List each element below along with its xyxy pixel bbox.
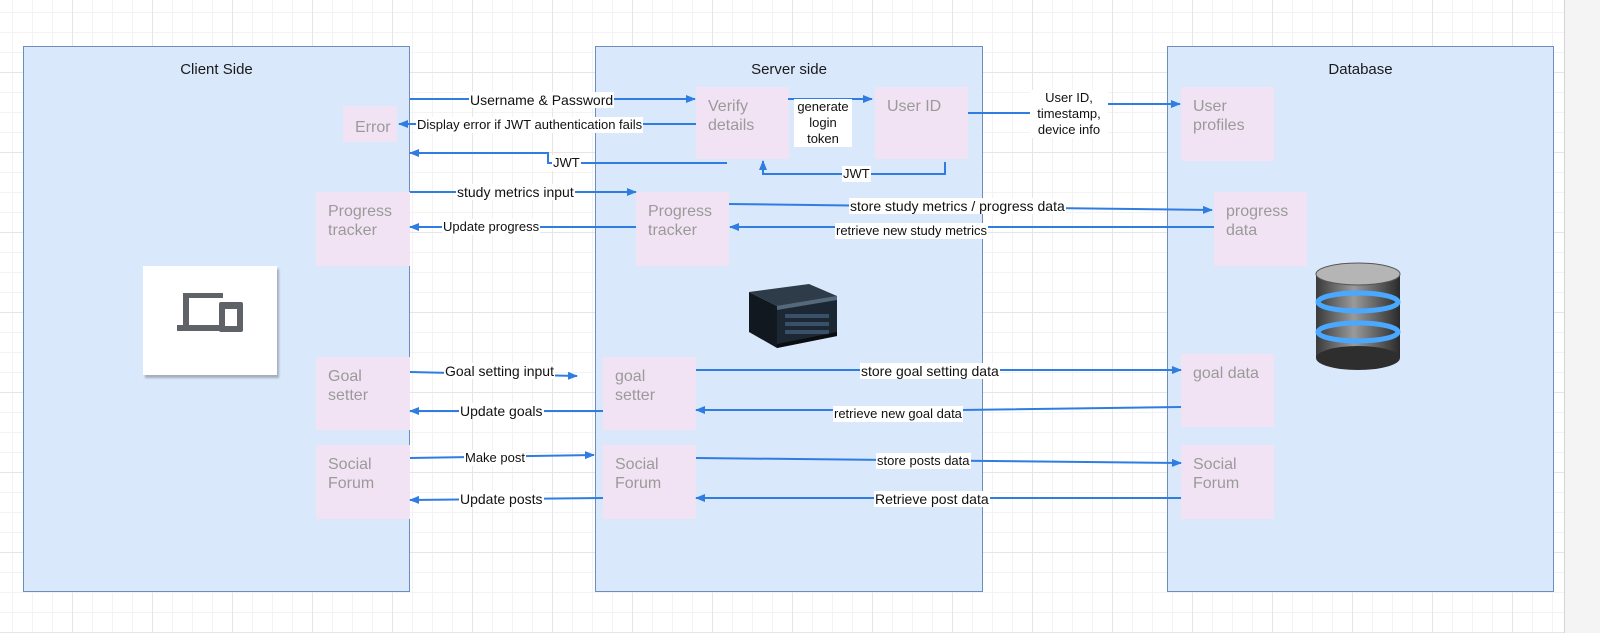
store-study-label: store study metrics / progress data (849, 198, 1066, 214)
display-error-label: Display error if JWT authentication fail… (416, 117, 644, 133)
user-info-line2: timestamp, (1037, 106, 1101, 121)
verify-line1: Verify (708, 98, 749, 115)
jwt-server-label: JWT (842, 166, 871, 182)
progress-data-line2: data (1226, 222, 1258, 239)
generate-token-line2: login (809, 115, 837, 130)
client-social-line1: Social (328, 456, 372, 473)
error-box[interactable]: Error (343, 106, 397, 142)
user-profiles-box[interactable]: User profiles (1181, 87, 1274, 161)
update-progress-label: Update progress (442, 219, 541, 235)
canvas-right-edge (1564, 0, 1600, 633)
client-side-title: Client Side (180, 61, 253, 78)
progress-data-line1: progress (1226, 203, 1289, 220)
server-progress-line2: tracker (648, 222, 697, 239)
server-hardware-icon (749, 284, 837, 348)
db-social-forum-box[interactable]: Social Forum (1181, 445, 1274, 519)
user-profiles-line2: profiles (1193, 117, 1245, 134)
client-social-line2: Forum (328, 475, 375, 492)
user-id-box[interactable]: User ID (875, 87, 968, 159)
generate-token-line3: token (807, 131, 839, 146)
goal-setting-input-label: Goal setting input (444, 363, 555, 379)
update-goals-label: Update goals (459, 403, 544, 419)
client-social-forum-box[interactable]: Social Forum (316, 445, 410, 519)
store-goal-label: store goal setting data (860, 363, 1000, 379)
verify-line2: details (708, 117, 755, 134)
server-goal-line2: setter (615, 387, 656, 404)
goal-data-box[interactable]: goal data (1181, 354, 1274, 427)
client-progress-line1: Progress (328, 203, 393, 220)
client-goal-line2: setter (328, 387, 369, 404)
goal-data-label: goal data (1193, 365, 1259, 382)
user-info-line3: device info (1037, 122, 1101, 137)
user-id-label: User ID (887, 98, 942, 115)
server-social-line1: Social (615, 456, 659, 473)
devices-icon (143, 266, 277, 375)
database-cylinder-icon (1315, 262, 1401, 370)
db-social-line2: Forum (1193, 475, 1240, 492)
server-social-forum-box[interactable]: Social Forum (603, 445, 696, 519)
database-title: Database (1328, 61, 1393, 78)
user-info-label: User ID, timestamp, device info (1030, 90, 1108, 138)
retrieve-goal-label: retrieve new goal data (833, 406, 963, 422)
jwt-client-label: JWT (552, 155, 581, 171)
server-progress-line1: Progress (648, 203, 713, 220)
client-progress-line2: tracker (328, 222, 377, 239)
server-side-title: Server side (751, 61, 827, 78)
update-posts-label: Update posts (459, 491, 544, 507)
client-progress-tracker-box[interactable]: Progress tracker (316, 192, 410, 266)
generate-token-line1: generate (797, 99, 849, 114)
retrieve-post-label: Retrieve post data (874, 491, 990, 507)
server-goal-line1: goal (615, 368, 646, 385)
server-progress-tracker-box[interactable]: Progress tracker (636, 192, 729, 266)
study-metrics-input-label: study metrics input (456, 184, 575, 200)
server-goal-setter-box[interactable]: goal setter (603, 357, 696, 430)
user-info-line1: User ID, (1045, 90, 1093, 105)
client-goal-setter-box[interactable]: Goal setter (316, 357, 410, 430)
make-post-label: Make post (464, 450, 526, 466)
progress-data-box[interactable]: progress data (1214, 192, 1307, 266)
username-password-label: Username & Password (469, 92, 615, 108)
error-label: Error (355, 119, 391, 136)
server-social-line2: Forum (615, 475, 662, 492)
store-posts-label: store posts data (876, 453, 971, 469)
user-profiles-line1: User (1193, 98, 1227, 115)
db-social-line1: Social (1193, 456, 1237, 473)
verify-details-box[interactable]: Verify details (696, 87, 789, 159)
retrieve-study-label: retrieve new study metrics (835, 223, 988, 239)
generate-token-label: generate login token (794, 99, 852, 147)
client-goal-line1: Goal (328, 368, 362, 385)
